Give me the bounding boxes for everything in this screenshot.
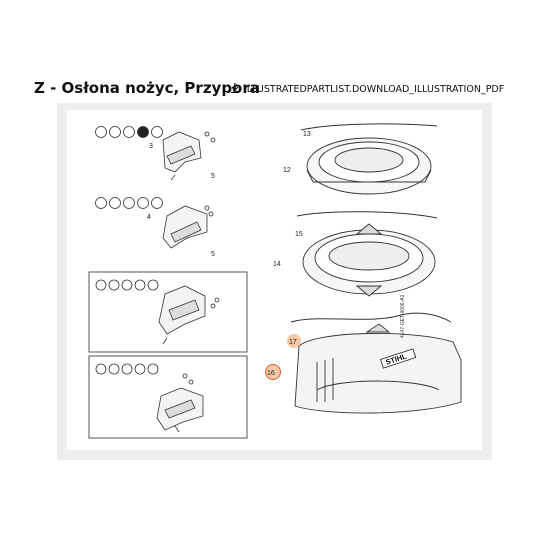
callout-16[interactable]: [265, 364, 281, 380]
bracket-assembly-3: [162, 131, 216, 181]
tool-symbols-row-2: [95, 197, 163, 209]
part-label-16: 16: [267, 370, 275, 377]
variant-box-2: [88, 355, 248, 439]
part-label-5a: 5: [211, 173, 215, 180]
drawing-code: 4147-GET-0006-A1: [400, 294, 406, 338]
part-label-13: 13: [303, 131, 311, 138]
page-title: Z - Osłona nożyc, Przypora: [34, 79, 260, 97]
exploded-view-drawing: 3 5 4 5: [88, 123, 462, 439]
spring-wire-15: [296, 211, 438, 219]
spring-wire-13: [300, 123, 438, 131]
guard-16: [294, 323, 462, 414]
callout-17[interactable]: [287, 334, 301, 348]
tool-symbols-row-1: [95, 126, 163, 138]
part-label-12: 12: [283, 167, 291, 174]
guard-14: [302, 223, 436, 297]
part-label-14: 14: [273, 261, 281, 268]
download-icon: [231, 83, 239, 93]
page-header: Z - Osłona nożyc, Przypora ILLUSTRATEDPA…: [34, 76, 534, 106]
guard-12: [306, 137, 432, 195]
part-label-4: 4: [147, 214, 151, 221]
part-label-15: 15: [295, 231, 303, 238]
part-label-17: 17: [289, 339, 297, 346]
variant-box-1: [88, 271, 248, 353]
parts-illustration: 3 5 4 5: [67, 110, 482, 450]
download-pdf-link[interactable]: ILLUSTRATEDPARTLIST.DOWNLOAD_ILLUSTRATIO…: [230, 83, 504, 95]
download-pdf-label: ILLUSTRATEDPARTLIST.DOWNLOAD_ILLUSTRATIO…: [244, 84, 505, 95]
bracket-assembly-4: [162, 205, 214, 249]
tool-symbols-row-3: [95, 279, 159, 291]
spring-wire-17: [290, 312, 452, 323]
part-label-3: 3: [149, 143, 153, 150]
part-label-5b: 5: [211, 251, 215, 258]
bracket-assembly-variant-1: [158, 285, 220, 345]
bracket-assembly-variant-2: [156, 373, 204, 433]
tool-symbols-row-4: [95, 363, 159, 375]
